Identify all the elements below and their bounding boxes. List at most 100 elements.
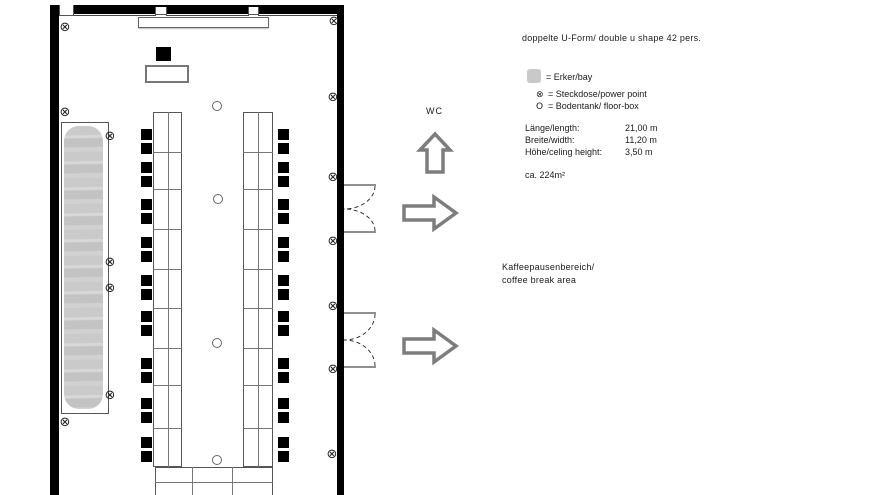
power-point-icon: ⊗ [59, 415, 71, 431]
chair [141, 289, 152, 300]
dimension-row: Länge/length: 21,00 m [525, 122, 658, 134]
chair [141, 176, 152, 187]
dimension-value: 11,20 m [625, 135, 657, 145]
chair [141, 398, 152, 409]
chair [278, 372, 289, 383]
double-door [343, 184, 376, 233]
projection-screen [138, 17, 269, 28]
chair [141, 451, 152, 462]
right-arrow-icon [402, 193, 459, 233]
floor-box-icon [212, 338, 222, 348]
coffee-break-line1: Kaffeepausenbereich/ [502, 262, 595, 272]
table-center-line [258, 112, 259, 467]
lectern-table [145, 65, 189, 83]
power-point-icon: ⊗ [327, 362, 339, 378]
area-label: ca. 224m² [525, 170, 566, 180]
chair [141, 311, 152, 322]
table-divider [155, 482, 273, 483]
wall-left [50, 5, 59, 495]
power-point-icon: ⊗ [327, 234, 339, 250]
chair [141, 143, 152, 154]
power-point-icon: ⊗ [327, 90, 339, 106]
legend-power-row: ⊗= Steckdose/power point [536, 89, 647, 100]
conference-table [155, 467, 273, 495]
floor-box-icon: O [536, 102, 544, 112]
power-point-icon: ⊗ [327, 170, 339, 186]
dimension-value: 21,00 m [625, 123, 658, 133]
dimension-label: Breite/width: [525, 135, 575, 145]
table-divider [232, 467, 233, 495]
power-point-icon: ⊗ [104, 129, 116, 145]
chair [278, 237, 289, 248]
table-divider [153, 152, 182, 153]
chair [278, 437, 289, 448]
dimension-label: Höhe/celing height: [525, 147, 603, 157]
table-divider [243, 229, 273, 230]
table-divider [153, 229, 182, 230]
table-divider [243, 189, 273, 190]
legend-bay-label: = Erker/bay [546, 72, 593, 82]
chair [278, 251, 289, 262]
wall-notch [248, 7, 259, 15]
table-divider [153, 308, 182, 309]
wc-label: WC [426, 106, 443, 116]
floor-box-icon [212, 101, 222, 111]
layout-title: doppelte U-Form/ double u shape 42 pers. [522, 33, 702, 43]
chair [141, 129, 152, 140]
chair [141, 412, 152, 423]
power-point-icon: ⊗ [59, 20, 71, 36]
chair [141, 162, 152, 173]
chair [278, 325, 289, 336]
floor-box-icon [213, 194, 223, 204]
double-door [343, 312, 376, 368]
power-point-icon: ⊗ [59, 105, 71, 121]
wall-top [50, 5, 344, 14]
legend-floorbox-row: O = Bodentank/ floor-box [536, 101, 639, 112]
coffee-break-label: Kaffeepausenbereich/ coffee break area [502, 261, 594, 287]
table-divider [153, 428, 182, 429]
chair [278, 289, 289, 300]
chair [278, 176, 289, 187]
chair [141, 213, 152, 224]
bay-window [64, 126, 103, 409]
table-divider [153, 189, 182, 190]
table-divider [243, 269, 273, 270]
power-point-icon: ⊗ [327, 299, 339, 315]
dimensions-table: Länge/length: 21,00 m Breite/width: 11,2… [525, 122, 658, 158]
chair [278, 162, 289, 173]
wall-notch [59, 5, 74, 16]
wall-right [337, 5, 344, 495]
right-arrow-icon [402, 326, 459, 366]
chair [141, 372, 152, 383]
table-center-line [167, 112, 169, 467]
chair [141, 358, 152, 369]
wall-notch [155, 7, 167, 15]
dimension-label: Länge/length: [525, 123, 580, 133]
chair [278, 451, 289, 462]
up-arrow-icon [415, 131, 455, 174]
power-point-icon: ⊗ [104, 281, 116, 297]
chair [141, 325, 152, 336]
chair [141, 275, 152, 286]
table-divider [153, 385, 182, 386]
chair [278, 412, 289, 423]
chair [278, 129, 289, 140]
chair [278, 213, 289, 224]
table-divider [243, 385, 273, 386]
window-line [166, 15, 249, 16]
power-point-icon: ⊗ [104, 388, 116, 404]
table-divider [153, 348, 182, 349]
chair [278, 311, 289, 322]
dimension-row: Höhe/celing height: 3,50 m [525, 146, 658, 158]
power-point-icon: ⊗ [328, 14, 340, 30]
table-divider [153, 269, 182, 270]
chair [278, 275, 289, 286]
power-point-icon: ⊗ [104, 255, 116, 271]
legend-floorbox-label: = Bodentank/ floor-box [548, 101, 639, 111]
table-divider [243, 428, 273, 429]
chair [141, 437, 152, 448]
dimension-value: 3,50 m [625, 147, 653, 157]
chair [278, 398, 289, 409]
